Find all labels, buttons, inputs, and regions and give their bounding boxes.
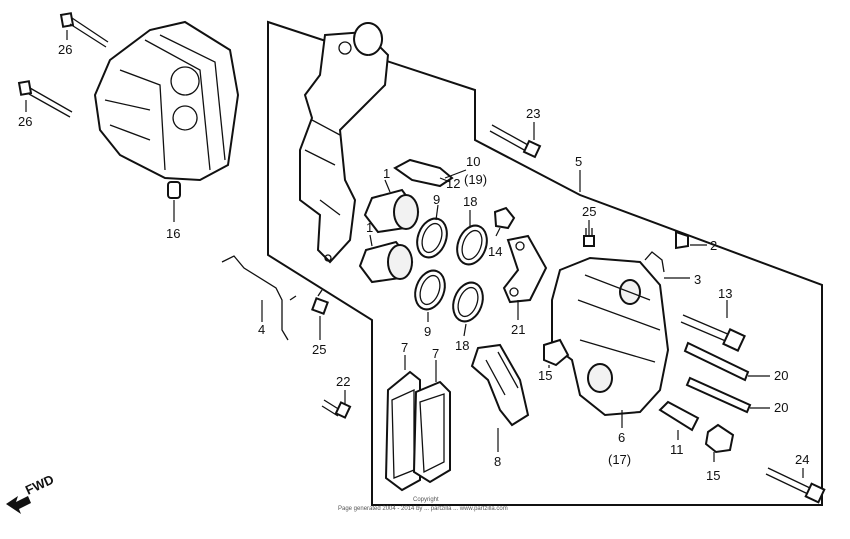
label-6: 6 [618,430,625,445]
label-9b: 9 [424,324,431,339]
spring-pin-4[interactable] [221,255,297,341]
leader-lines [25,30,804,478]
bushing-15-right[interactable] [704,423,735,454]
label-18b: 18 [455,338,469,353]
label-8: 8 [494,454,501,469]
cap-2[interactable] [675,230,689,250]
seal-9-upper[interactable] [412,214,452,261]
callout-labels: 26 26 16 23 5 10 (19) 12 1 1 9 18 14 25 … [18,42,809,483]
label-14: 14 [488,244,502,259]
label-4: 4 [258,322,265,337]
seal-18-upper[interactable] [452,221,492,268]
bolt-26-upper[interactable] [59,12,109,48]
bleeder-25-lower[interactable] [311,289,329,315]
label-26b: 26 [18,114,32,129]
bolt-23[interactable] [489,124,542,159]
label-5: 5 [575,154,582,169]
bolt-22[interactable] [321,399,352,419]
label-12: 12 [446,176,460,191]
label-11: 11 [670,442,684,457]
label-7b: 7 [432,346,439,361]
assembly-frame [267,20,823,506]
label-26a: 26 [58,42,72,57]
pad-spring-8[interactable] [470,343,530,427]
bolt-24[interactable] [765,467,826,504]
label-19: (19) [464,172,487,187]
label-20a: 20 [774,368,788,383]
label-3: 3 [694,272,701,287]
caliper-body-6[interactable] [551,256,670,417]
label-16: 16 [166,226,180,241]
bolt-26-lower[interactable] [17,80,73,118]
label-22: 22 [336,374,350,389]
label-21: 21 [511,322,525,337]
label-2: 2 [710,238,717,253]
label-1b: 1 [366,220,373,235]
brake-pad-7-right[interactable] [412,380,451,484]
nut-14[interactable] [493,206,516,230]
copyright-text: Copyright [413,497,439,503]
piston-1-lower[interactable] [358,240,414,284]
sleeve-11[interactable] [658,400,700,432]
label-17: (17) [608,452,631,467]
label-15b: 15 [706,468,720,483]
fwd-indicator: FWD [6,472,56,514]
bolt-13[interactable] [680,314,746,352]
pin-3[interactable] [644,251,665,273]
pin-20-upper[interactable] [683,341,750,382]
label-24: 24 [795,452,809,467]
piston-1-upper[interactable] [363,188,420,234]
label-23: 23 [526,106,540,121]
plate-21[interactable] [502,234,548,304]
caliper-body-left[interactable] [93,20,240,199]
pin-20-lower[interactable] [685,376,752,414]
label-15a: 15 [538,368,552,383]
label-18a: 18 [463,194,477,209]
clip-12[interactable] [393,158,454,188]
fwd-arrow-icon [6,496,31,514]
label-1a: 1 [383,166,390,181]
label-9a: 9 [433,192,440,207]
label-10: 10 [466,154,480,169]
bushing-15-left[interactable] [543,338,570,367]
label-13: 13 [718,286,732,301]
seal-9-lower[interactable] [410,266,450,313]
label-7a: 7 [401,340,408,355]
label-25b: 25 [312,342,326,357]
caliper-bracket[interactable] [299,22,390,264]
seal-18-lower[interactable] [448,278,488,325]
label-20b: 20 [774,400,788,415]
label-25a: 25 [582,204,596,219]
fwd-label: FWD [23,472,56,498]
footer-text: Page generated 2004 - 2014 by ... partzi… [338,506,508,512]
